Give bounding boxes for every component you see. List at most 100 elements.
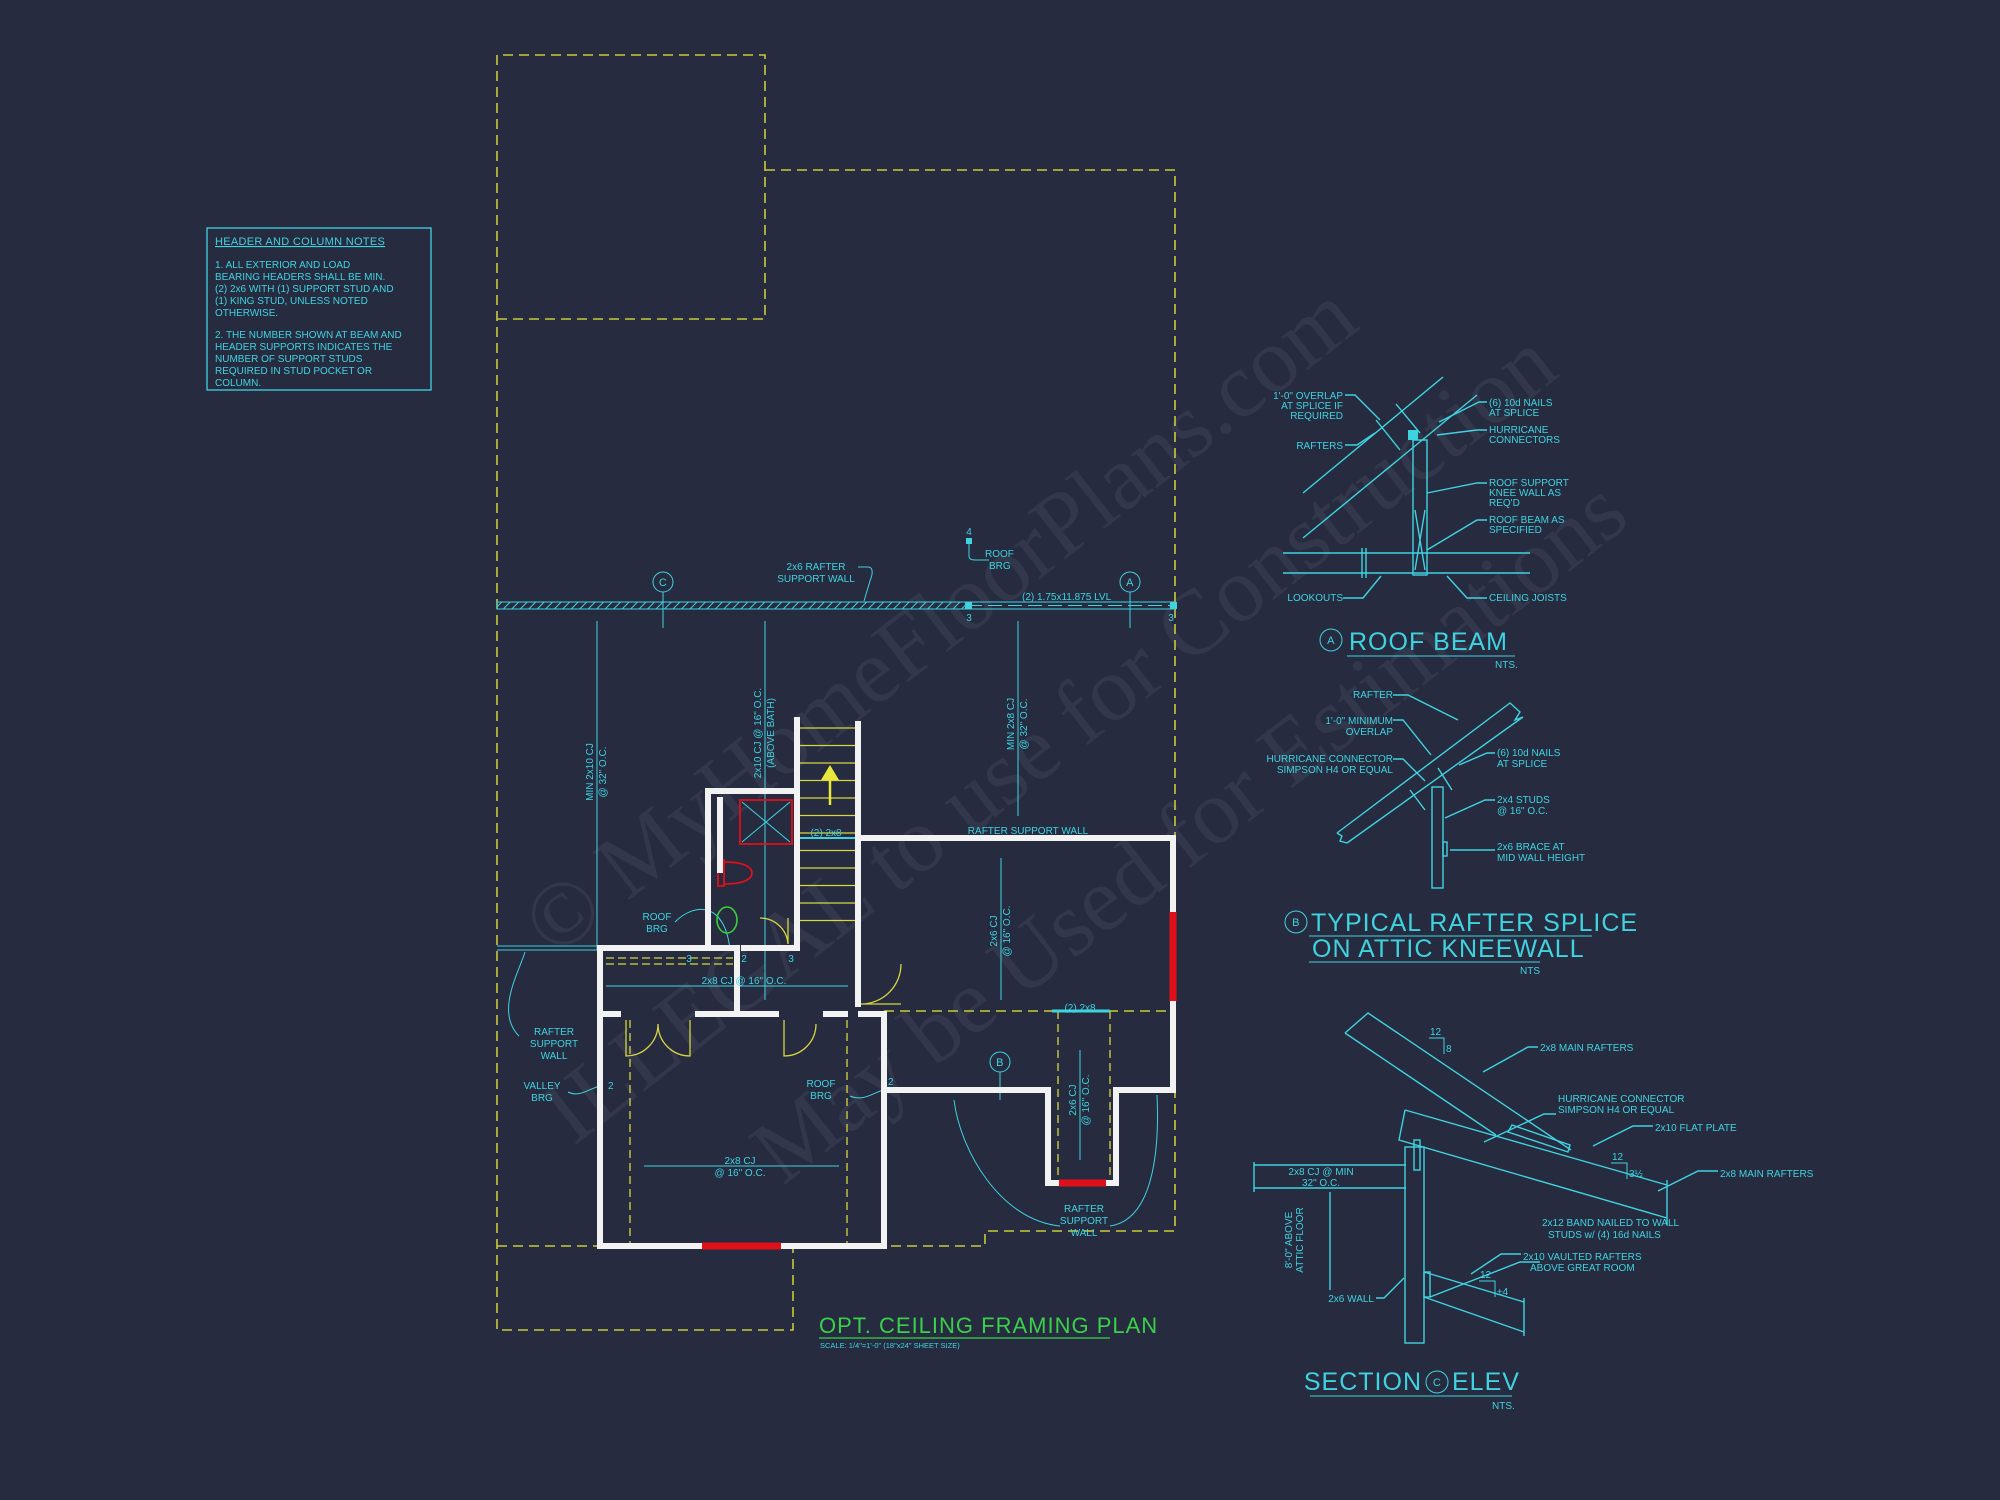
label-line: ABOVE GREAT ROOM: [1530, 1263, 1635, 1274]
label-line: SPECIFIED: [1489, 525, 1542, 536]
stud-count: 3: [788, 954, 794, 965]
label-line: WALL: [1071, 1228, 1098, 1239]
label-line: (6) 10d NAILS: [1489, 398, 1553, 409]
label-cj-hall: 2x8 CJ @ 16" O.C.: [702, 976, 787, 987]
label-line: WALL: [541, 1051, 568, 1062]
plan-title: OPT. CEILING FRAMING PLAN: [819, 1313, 1158, 1338]
label-cj-2x6-upper: 2x6 CJ@ 16" O.C.: [989, 906, 1013, 957]
stair-treads: [800, 727, 855, 922]
label-line: 2x6 RAFTER: [787, 562, 846, 573]
label-line: 2x10 VAULTED RAFTERS: [1523, 1252, 1642, 1263]
label-line: SUPPORT WALL: [777, 574, 855, 585]
rafter-support-wall-hatched: [496, 601, 969, 610]
label-main-rafters-2: 2x8 MAIN RAFTERS: [1720, 1169, 1814, 1180]
label-line: RAFTER: [1064, 1204, 1104, 1215]
pitch-marks: 12 8 12 3½ 12 ±4: [1429, 1027, 1644, 1298]
stud-count: 3: [686, 954, 692, 965]
door-swing: [759, 917, 789, 945]
shower-icon: [739, 799, 793, 845]
label-line: HURRICANE CONNECTOR: [1267, 754, 1394, 765]
notes-title: HEADER AND COLUMN NOTES: [215, 236, 385, 248]
label-line: 32" O.C.: [1302, 1178, 1340, 1189]
label-header-b: (2) 2x8: [1064, 1003, 1096, 1014]
notes-line: NUMBER OF SUPPORT STUDS: [215, 354, 363, 365]
label-line: 2x4 STUDS: [1497, 795, 1550, 806]
stud-count: 2: [608, 1081, 614, 1092]
bedroom-wall: [597, 945, 887, 1249]
label-line: ROOF: [985, 549, 1014, 560]
detail-b-nts: NTS: [1520, 966, 1540, 977]
label-line: MIN 2x8 CJ: [1006, 698, 1017, 750]
detail-a-nts: NTS.: [1495, 660, 1518, 671]
detail-b-title-line2: ON ATTIC KNEEWALL: [1312, 935, 1585, 963]
ceiling-framing-plan: C A B: [496, 54, 1177, 1350]
walls: [597, 717, 1176, 1249]
label-main-rafters: 2x8 MAIN RAFTERS: [1540, 1043, 1634, 1054]
label-rafter-support-wall: RAFTER SUPPORT WALL: [968, 826, 1089, 837]
leader: [1109, 1094, 1158, 1227]
label-line: @ 16" O.C.: [715, 1168, 766, 1179]
section-nts: NTS.: [1492, 1401, 1515, 1412]
hurricane-connector-icon: [1408, 430, 1418, 440]
label-line: MID WALL HEIGHT: [1497, 853, 1585, 864]
detail-marker-a: [1319, 628, 1343, 652]
label-rafter: RAFTER: [1353, 690, 1393, 701]
label-line: BRG: [646, 924, 668, 935]
notes-border: [206, 227, 432, 391]
leader: [953, 1099, 1061, 1227]
doors: [606, 917, 1111, 1246]
label-line: SUPPORT: [530, 1039, 578, 1050]
label-header-stair: (2) 2x8: [810, 828, 842, 839]
grid-label-c: C: [659, 577, 667, 589]
stud-count: 4: [966, 527, 972, 538]
label-line: BRG: [531, 1093, 553, 1104]
detail-a-linework: [1283, 376, 1530, 599]
bath-wall: [705, 788, 800, 947]
section-marker-c: [1425, 1370, 1449, 1394]
label-line: @ 16" O.C.: [1081, 1075, 1092, 1126]
label-line: REQ'D: [1489, 498, 1520, 509]
label-line: @ 16" O.C.: [1497, 806, 1548, 817]
roof-outline-dashed: [496, 54, 1176, 1331]
label-line: SIMPSON H4 OR EQUAL: [1558, 1105, 1675, 1116]
label-line: HURRICANE CONNECTOR: [1558, 1094, 1685, 1105]
closet-door: [783, 1020, 817, 1057]
label-cj-2x6-lower: 2x6 CJ@ 16" O.C.: [1068, 1075, 1092, 1126]
label-line: 2x6 CJ: [989, 915, 1000, 946]
label-line: ROOF SUPPORT: [1489, 478, 1569, 489]
notes-line: 1. ALL EXTERIOR AND LOAD: [215, 260, 350, 271]
label-ceiling-joists: CEILING JOISTS: [1489, 593, 1567, 604]
notes-line: REQUIRED IN STUD POCKET OR: [215, 366, 372, 377]
roof-brg-leader: [968, 544, 989, 561]
label-line: CONNECTORS: [1489, 435, 1560, 446]
header-column-notes: HEADER AND COLUMN NOTES 1. ALL EXTERIOR …: [206, 227, 432, 391]
stud-count: 2: [741, 954, 747, 965]
section-title-right: ELEV: [1452, 1368, 1520, 1396]
label-lookouts: LOOKOUTS: [1287, 593, 1343, 604]
label-line: ROOF: [807, 1079, 836, 1090]
label-line: (ABOVE BATH): [766, 698, 777, 768]
label-line: 2x8 CJ @ MIN: [1288, 1167, 1353, 1178]
detail-b-linework: [1336, 694, 1524, 889]
label-cj-right: MIN 2x8 CJ@ 32" O.C.: [1006, 698, 1030, 750]
label-line: AT SPLICE: [1497, 759, 1548, 770]
span-arrows: [508, 621, 1158, 1227]
label-line: STUDS w/ (4) 16d NAILS: [1548, 1230, 1661, 1241]
label-line: 2x6 CJ: [1068, 1084, 1079, 1115]
label-line: 2x10 CJ @ 16" O.C.: [753, 688, 764, 778]
label-line: (6) 10d NAILS: [1497, 748, 1561, 759]
sink-icon: [716, 906, 738, 934]
